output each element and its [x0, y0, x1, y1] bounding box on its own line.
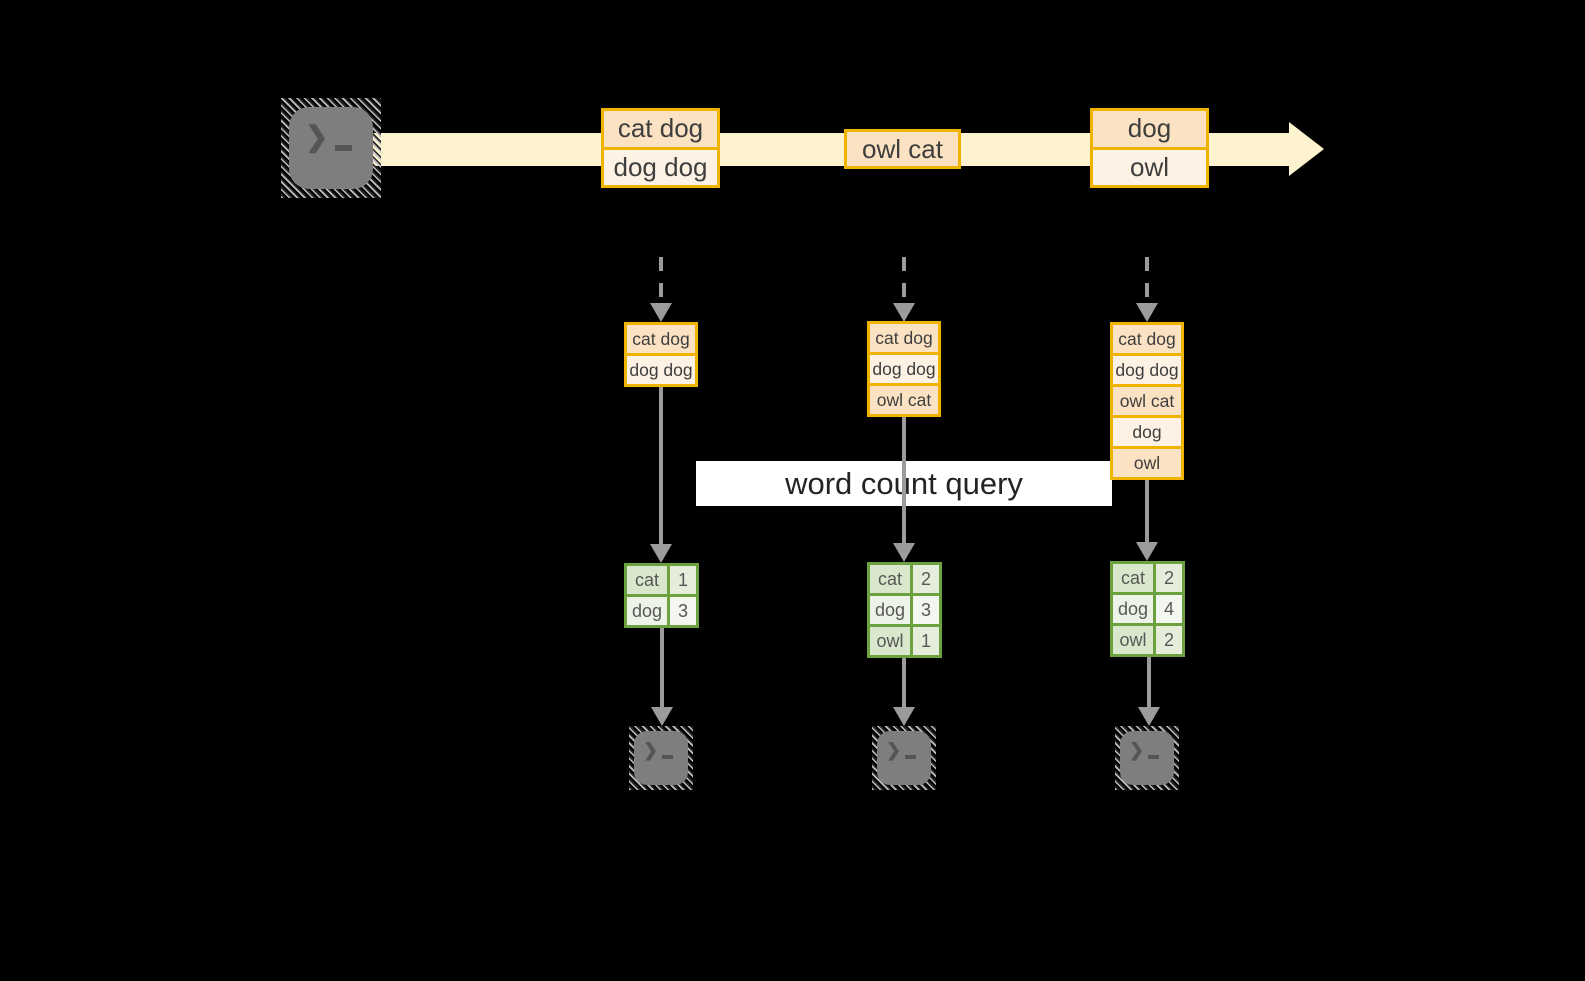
- arrowhead-icon: [651, 707, 673, 726]
- count-word: owl: [870, 627, 913, 655]
- stream-message-group-1: cat dog dog dog: [601, 108, 720, 188]
- arrow-line: [660, 628, 664, 708]
- prompt-chevron-icon: ❯: [886, 740, 902, 760]
- count-row: dog 3: [870, 593, 939, 624]
- stream-message: dog dog: [604, 146, 717, 185]
- stream-arrowhead-icon: [1289, 122, 1324, 176]
- producer-terminal-icon: ❯: [281, 98, 381, 198]
- count-value: 1: [670, 566, 696, 594]
- count-row: dog 3: [627, 594, 696, 625]
- prompt-chevron-icon: ❯: [305, 121, 329, 152]
- count-value: 4: [1156, 595, 1182, 623]
- consumer-terminal-icon-3: ❯: [1115, 726, 1179, 790]
- count-row: cat 2: [870, 565, 939, 593]
- dashed-arrowhead-icon: [1136, 303, 1158, 322]
- count-row: owl 1: [870, 624, 939, 655]
- count-value: 2: [1156, 626, 1182, 654]
- input-stack-1: cat dog dog dog: [624, 322, 698, 387]
- input-message: dog dog: [627, 353, 695, 384]
- dashed-arrow-line: [902, 257, 906, 303]
- input-message: owl cat: [1113, 384, 1181, 415]
- count-value: 3: [913, 596, 939, 624]
- dashed-arrowhead-icon: [893, 303, 915, 322]
- stream-message: dog: [1093, 111, 1206, 147]
- stream-message-group-2: owl cat: [844, 129, 961, 169]
- count-row: dog 4: [1113, 592, 1182, 623]
- input-message: owl cat: [870, 383, 938, 414]
- count-value: 2: [1156, 564, 1182, 592]
- terminal-screen: ❯: [634, 731, 688, 785]
- input-message: owl: [1113, 446, 1181, 477]
- input-stack-2: cat dog dog dog owl cat: [867, 321, 941, 417]
- count-word: dog: [870, 596, 913, 624]
- terminal-screen: ❯: [1120, 731, 1174, 785]
- arrow-line: [902, 417, 906, 543]
- arrowhead-icon: [893, 707, 915, 726]
- count-row: cat 2: [1113, 564, 1182, 592]
- arrow-line: [1147, 657, 1151, 708]
- stream-message: owl cat: [847, 132, 958, 166]
- input-message: cat dog: [627, 325, 695, 353]
- count-table-3: cat 2 dog 4 owl 2: [1110, 561, 1185, 657]
- prompt-cursor-icon: [662, 755, 673, 759]
- arrowhead-icon: [893, 543, 915, 562]
- stream-message: cat dog: [604, 111, 717, 147]
- arrow-line: [659, 387, 663, 544]
- count-table-1: cat 1 dog 3: [624, 563, 699, 628]
- count-word: cat: [870, 565, 913, 593]
- arrow-line: [1145, 480, 1149, 542]
- arrow-line: [902, 658, 906, 708]
- prompt-cursor-icon: [905, 755, 916, 759]
- consumer-terminal-icon-2: ❯: [872, 726, 936, 790]
- count-word: cat: [627, 566, 670, 594]
- count-row: cat 1: [627, 566, 696, 594]
- input-message: cat dog: [1113, 325, 1181, 353]
- count-table-2: cat 2 dog 3 owl 1: [867, 562, 942, 658]
- count-row: owl 2: [1113, 623, 1182, 654]
- count-word: dog: [1113, 595, 1156, 623]
- count-value: 1: [913, 627, 939, 655]
- arrowhead-icon: [1136, 542, 1158, 561]
- dashed-arrow-line: [659, 257, 663, 303]
- count-value: 2: [913, 565, 939, 593]
- stream-message-group-3: dog owl: [1090, 108, 1209, 188]
- count-word: owl: [1113, 626, 1156, 654]
- terminal-screen: ❯: [877, 731, 931, 785]
- input-message: dog dog: [1113, 353, 1181, 384]
- count-word: dog: [627, 597, 670, 625]
- input-message: dog dog: [870, 352, 938, 383]
- dashed-arrow-line: [1145, 257, 1149, 303]
- prompt-chevron-icon: ❯: [643, 740, 659, 760]
- input-message: cat dog: [870, 324, 938, 352]
- dashed-arrowhead-icon: [650, 303, 672, 322]
- stream-message: owl: [1093, 146, 1206, 185]
- terminal-screen: ❯: [289, 107, 373, 189]
- arrowhead-icon: [650, 544, 672, 563]
- prompt-cursor-icon: [335, 145, 352, 151]
- count-value: 3: [670, 597, 696, 625]
- input-message: dog: [1113, 415, 1181, 446]
- consumer-terminal-icon-1: ❯: [629, 726, 693, 790]
- arrowhead-icon: [1138, 707, 1160, 726]
- prompt-cursor-icon: [1148, 755, 1159, 759]
- prompt-chevron-icon: ❯: [1129, 740, 1145, 760]
- count-word: cat: [1113, 564, 1156, 592]
- input-stack-3: cat dog dog dog owl cat dog owl: [1110, 322, 1184, 480]
